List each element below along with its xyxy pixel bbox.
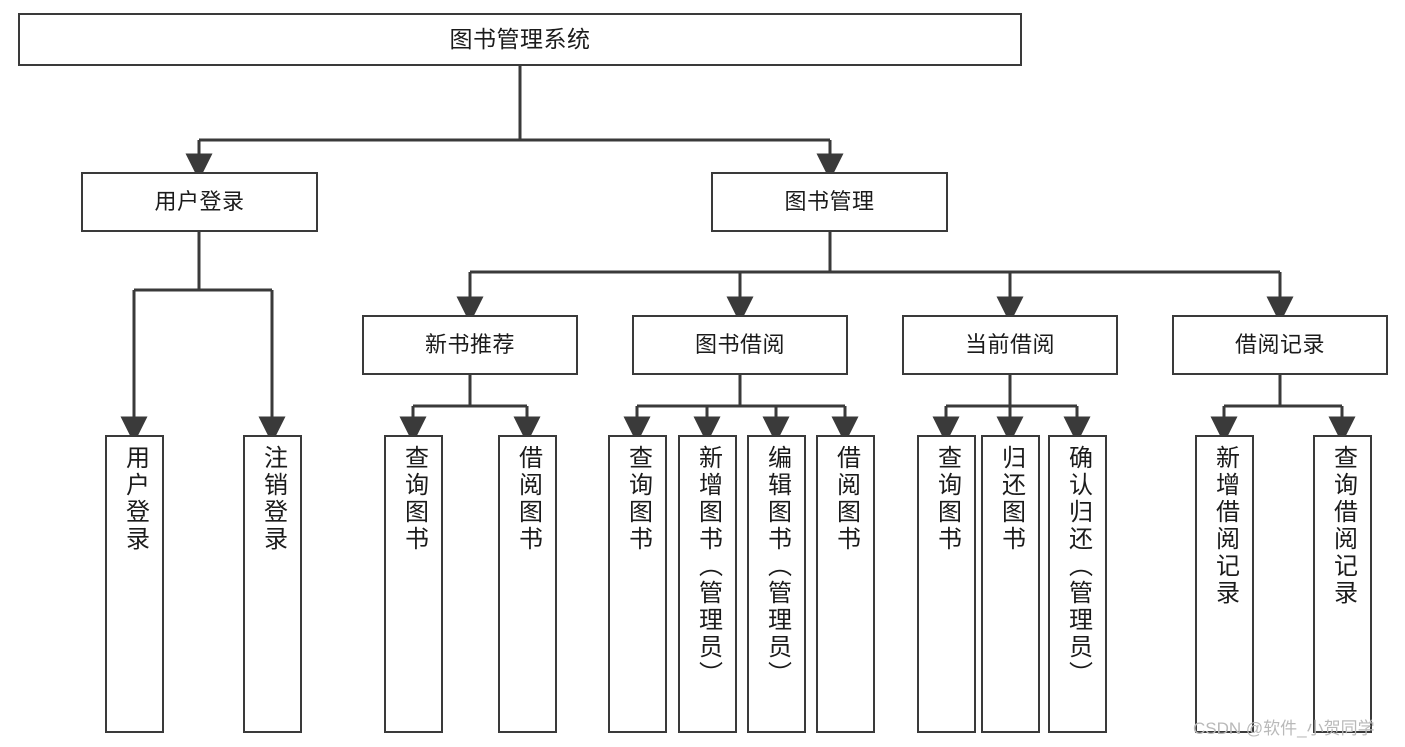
node-label: 新书推荐 [424,332,515,358]
node-label: 新增图书（管理员） [694,445,722,688]
node-label: 当前借阅 [964,332,1055,358]
node-label: 图书借阅 [694,332,785,358]
node-label: 用户登录 [154,189,245,215]
leaf-borrow-add-book-admin[interactable]: 新增图书（管理员） [678,435,737,733]
leaf-record-query-record[interactable]: 查询借阅记录 [1313,435,1372,733]
node-label: 查询图书 [933,445,961,553]
leaf-record-add-record[interactable]: 新增借阅记录 [1195,435,1254,733]
node-current-borrow[interactable]: 当前借阅 [902,315,1118,375]
leaf-recommend-borrow-book[interactable]: 借阅图书 [498,435,557,733]
leaf-borrow-borrow-book[interactable]: 借阅图书 [816,435,875,733]
node-label: 借阅图书 [832,445,860,553]
node-book-management[interactable]: 图书管理 [711,172,948,232]
node-label: 用户登录 [121,445,149,553]
node-label: 新增借阅记录 [1211,445,1239,607]
leaf-current-query-book[interactable]: 查询图书 [917,435,976,733]
node-label: 归还图书 [997,445,1025,553]
node-label: 图书管理 [784,189,875,215]
node-label: 查询图书 [400,445,428,553]
leaf-recommend-query-book[interactable]: 查询图书 [384,435,443,733]
leaf-borrow-edit-book-admin[interactable]: 编辑图书（管理员） [747,435,806,733]
node-label: 确认归还（管理员） [1064,445,1092,688]
node-label: 借阅记录 [1234,332,1325,358]
leaf-current-return-book[interactable]: 归还图书 [981,435,1040,733]
leaf-user-login-logout[interactable]: 注销登录 [243,435,302,733]
node-new-book-recommend[interactable]: 新书推荐 [362,315,578,375]
node-label: 注销登录 [259,445,287,553]
leaf-user-login-login[interactable]: 用户登录 [105,435,164,733]
leaf-current-confirm-return-admin[interactable]: 确认归还（管理员） [1048,435,1107,733]
node-borrow-record[interactable]: 借阅记录 [1172,315,1388,375]
leaf-borrow-query-book[interactable]: 查询图书 [608,435,667,733]
node-book-borrow[interactable]: 图书借阅 [632,315,848,375]
node-label: 借阅图书 [514,445,542,553]
node-root-system[interactable]: 图书管理系统 [18,13,1022,66]
node-label: 查询借阅记录 [1329,445,1357,607]
node-label: 查询图书 [624,445,652,553]
node-user-login[interactable]: 用户登录 [81,172,318,232]
node-label: 图书管理系统 [449,25,591,52]
node-label: 编辑图书（管理员） [763,445,791,688]
